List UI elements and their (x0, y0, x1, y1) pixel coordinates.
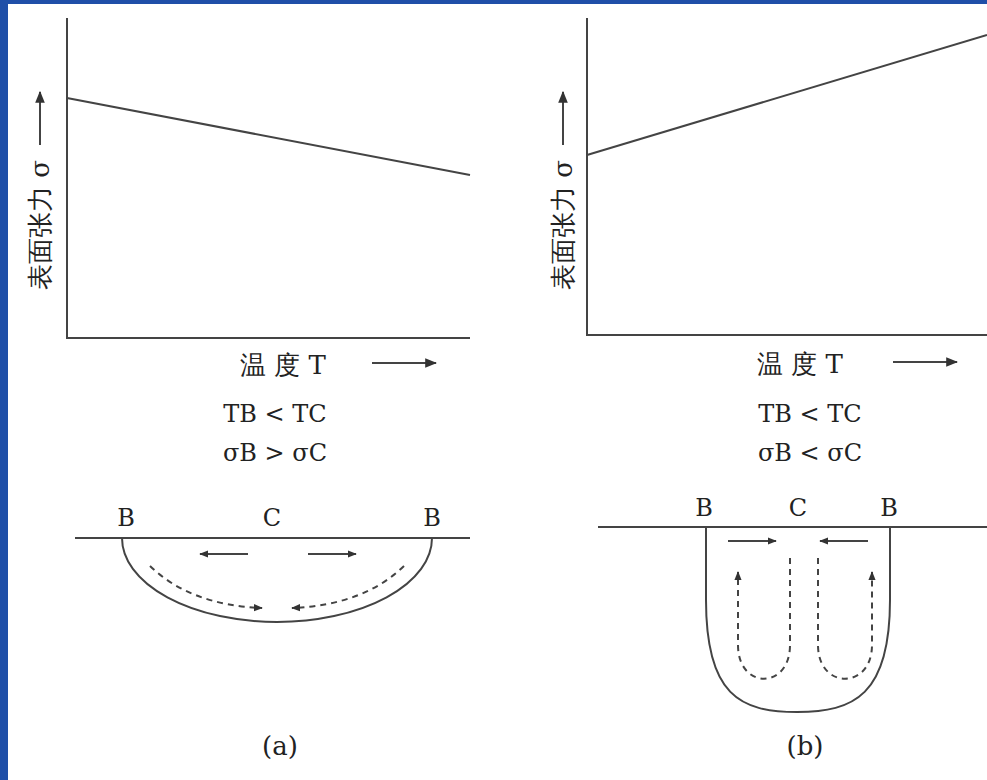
surface-line (75, 537, 470, 539)
flow-arrow (308, 553, 356, 555)
condition-text: TB < TC (223, 402, 326, 426)
axis-label: 表面张力 σ (27, 160, 53, 290)
point-label: B (880, 496, 898, 520)
axis-arrow (893, 361, 957, 363)
point-label: B (117, 506, 135, 530)
axes (587, 18, 987, 335)
surface-line (598, 526, 987, 528)
weld-pool-outline (122, 538, 432, 622)
flow-arrow (820, 540, 868, 542)
axis-arrow (372, 362, 436, 364)
flow-arrow (200, 553, 248, 555)
axis-label: 温 度 T (757, 351, 843, 377)
axis-arrow (562, 92, 564, 145)
point-label: C (789, 496, 807, 520)
curve-line (67, 98, 470, 175)
axis-arrow (39, 92, 41, 145)
axis-label: 表面张力 σ (550, 160, 576, 290)
curve-line (587, 35, 987, 155)
flow-dashed-arrow (738, 558, 790, 679)
condition-text: σB < σC (758, 441, 862, 465)
weld-pool-outline (706, 527, 890, 712)
panel-label: (a) (262, 733, 298, 759)
axes (67, 18, 470, 338)
point-label: C (263, 506, 281, 530)
panel-ground (8, 4, 987, 780)
flow-dashed-arrow (292, 566, 404, 608)
flow-dashed-arrow (150, 566, 262, 608)
point-label: B (423, 506, 441, 530)
flow-dashed-arrow (818, 558, 872, 679)
axis-label: 温 度 T (240, 352, 326, 378)
condition-text: TB < TC (758, 402, 861, 426)
condition-text: σB > σC (223, 441, 327, 465)
flow-arrow (728, 540, 776, 542)
panel-label: (b) (787, 733, 824, 759)
point-label: B (695, 496, 713, 520)
